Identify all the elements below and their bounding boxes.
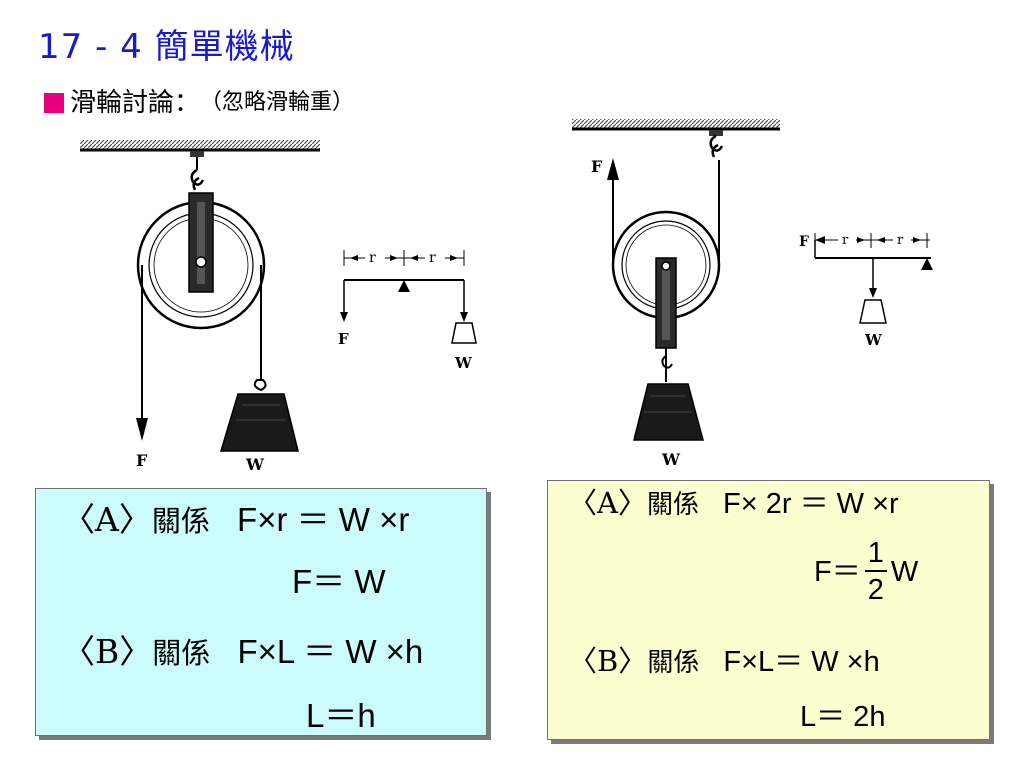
- fixed-lever-r-right: r: [429, 250, 436, 266]
- fixed-lever-force-label: F: [338, 330, 349, 348]
- relation-a-result-lhs: F＝: [814, 555, 861, 588]
- fraction-denominator: 2: [867, 574, 884, 606]
- fixed-pulley-formula-box: 〈A〉關係 F×r ＝ W ×r F＝ W 〈B〉關係 F×L ＝ W ×h L…: [35, 488, 487, 736]
- movable-weight-label: W: [661, 450, 681, 469]
- movable-force-label: F: [591, 157, 603, 176]
- page-title: 17 - 4 簡單機械: [38, 27, 295, 67]
- ceiling-beam-left: [80, 140, 320, 152]
- relation-b-row: 〈B〉關係 F×L ＝ W ×h: [62, 635, 423, 668]
- relation-a-tag: 〈A〉: [568, 486, 647, 520]
- weight-block-left: [219, 393, 299, 452]
- relation-b-word: 關係: [152, 636, 211, 670]
- subtitle: 滑輪討論： （忽略滑輪重）: [44, 90, 354, 116]
- pulley-block-left: [188, 192, 214, 293]
- relation-a-equation: F× 2r ＝ W ×r: [723, 488, 899, 520]
- fixed-lever-weight-label: W: [454, 354, 473, 372]
- weight-block-right: [633, 383, 704, 441]
- relation-a-result-rhs: W: [890, 555, 919, 588]
- movable-lever-force-label: F: [799, 234, 809, 250]
- relation-a-equation: F×r ＝ W ×r: [237, 501, 410, 538]
- pulley-block-right: [655, 257, 677, 382]
- ceiling-beam-right: [572, 119, 780, 131]
- relation-a-result: F＝ 1 2 W: [814, 539, 918, 605]
- movable-lever-weight-label: W: [864, 331, 883, 349]
- relation-a-word: 關係: [646, 490, 699, 520]
- movable-lever-diagram: [814, 233, 933, 324]
- relation-b-result: L＝ 2h: [800, 701, 886, 733]
- movable-lever-r-right: r: [897, 233, 904, 248]
- relation-b-word: 關係: [647, 648, 700, 678]
- subtitle-note: （忽略滑輪重）: [200, 90, 355, 115]
- relation-a-row: 〈A〉關係 F×r ＝ W ×r: [62, 503, 409, 536]
- movable-lever-r-left: r: [842, 233, 849, 248]
- rope-left: [136, 265, 267, 441]
- subtitle-main: 滑輪討論：: [70, 88, 201, 118]
- relation-a-row: 〈A〉關係 F× 2r ＝ W ×r: [568, 489, 899, 519]
- hook-right: [709, 130, 724, 158]
- relation-b-result: L＝h: [306, 697, 376, 734]
- hook-left: [190, 151, 205, 191]
- fixed-weight-label: W: [245, 455, 265, 474]
- movable-pulley-formula-box: 〈A〉關係 F× 2r ＝ W ×r F＝ 1 2 W 〈B〉關係 F×L＝ W…: [547, 480, 990, 740]
- fixed-force-label: F: [136, 451, 148, 470]
- relation-b-equation: F×L ＝ W ×h: [237, 633, 424, 670]
- relation-b-row: 〈B〉關係 F×L＝ W ×h: [568, 647, 880, 677]
- relation-a-tag: 〈A〉: [62, 500, 152, 539]
- relation-b-tag: 〈B〉: [62, 632, 153, 671]
- relation-a-result: F＝ W: [292, 563, 386, 600]
- fraction-numerator: 1: [864, 539, 887, 572]
- rope-right: [607, 158, 720, 265]
- square-bullet-icon: [44, 93, 64, 113]
- relation-a-word: 關係: [151, 504, 210, 538]
- one-half-fraction: 1 2: [864, 539, 887, 606]
- fixed-lever-r-left: r: [369, 250, 376, 266]
- relation-b-tag: 〈B〉: [568, 644, 648, 678]
- relation-b-equation: F×L＝ W ×h: [723, 646, 880, 678]
- fixed-lever-diagram: [340, 250, 477, 344]
